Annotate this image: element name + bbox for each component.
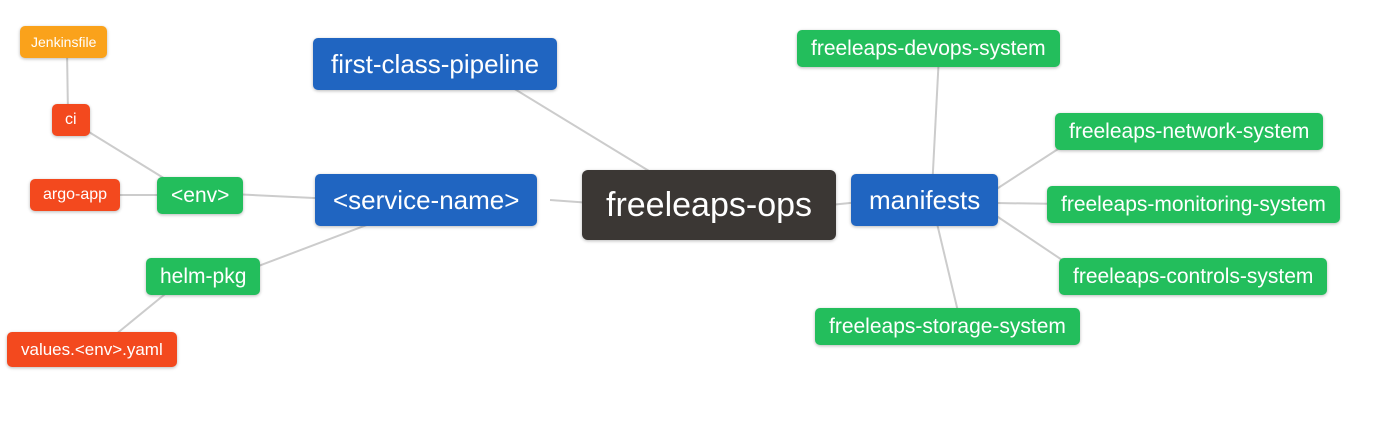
node-freeleaps-controls-system[interactable]: freeleaps-controls-system <box>1059 258 1328 295</box>
node-manifests[interactable]: manifests <box>851 174 999 226</box>
edge-manifests-to-freeleaps-devops-system <box>931 54 940 191</box>
node-freeleaps-devops-system[interactable]: freeleaps-devops-system <box>797 30 1060 67</box>
edge-ci-to-env <box>75 123 176 186</box>
edge-first-class-pipeline-to-freeleaps-ops <box>507 84 673 186</box>
edge-manifests-to-freeleaps-storage-system <box>934 214 961 321</box>
node-values-env-yaml[interactable]: values.<env>.yaml <box>7 332 177 367</box>
node-helm-pkg[interactable]: helm-pkg <box>146 258 261 295</box>
node-freeleaps-storage-system[interactable]: freeleaps-storage-system <box>815 308 1080 345</box>
edge-helm-pkg-to-service-name <box>247 217 386 271</box>
node-env[interactable]: <env> <box>157 177 244 214</box>
node-ci[interactable]: ci <box>52 104 90 136</box>
node-argo-app[interactable]: argo-app <box>30 179 121 211</box>
node-first-class-pipeline[interactable]: first-class-pipeline <box>313 38 558 90</box>
node-freeleaps-ops[interactable]: freeleaps-ops <box>582 170 837 240</box>
node-freeleaps-monitoring-system[interactable]: freeleaps-monitoring-system <box>1047 186 1340 223</box>
node-jenkinsfile[interactable]: Jenkinsfile <box>20 26 108 58</box>
node-service-name[interactable]: <service-name> <box>315 174 538 226</box>
node-freeleaps-network-system[interactable]: freeleaps-network-system <box>1055 113 1324 150</box>
